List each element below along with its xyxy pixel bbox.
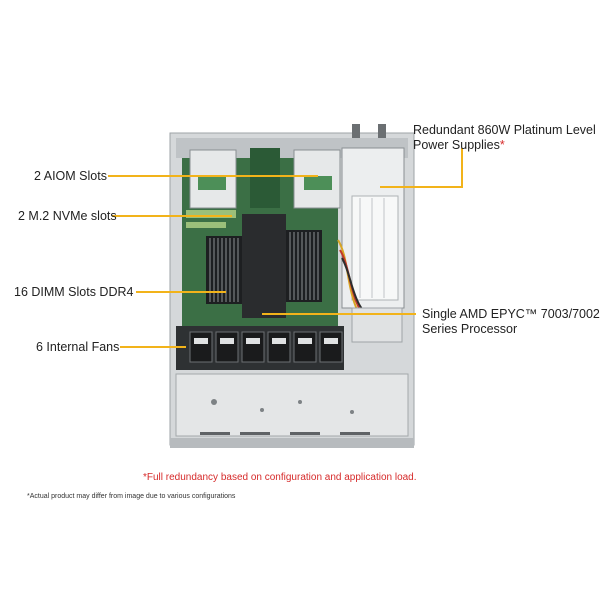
callout-lines <box>108 148 463 348</box>
processor-label-line1: Single AMD EPYC™ 7003/7002 <box>422 307 600 321</box>
aiom-slots-label: 2 AIOM Slots <box>34 169 107 183</box>
power-supply-label: Redundant 860W Platinum Level Power Supp… <box>413 123 596 153</box>
internal-fans-label: 6 Internal Fans <box>36 340 120 354</box>
processor-label-line2: Series Processor <box>422 322 518 336</box>
callout-line-psu <box>380 148 463 188</box>
power-supply-asterisk: * <box>499 138 505 152</box>
dimm-bank-left <box>206 236 242 304</box>
m2-nvme-slots-label: 2 M.2 NVMe slots <box>18 209 117 223</box>
m2-slot-1 <box>186 210 236 218</box>
power-supply-label-line2: Power Supplies* <box>413 138 596 153</box>
psu-handle-left <box>352 124 360 138</box>
aiom-riser-left <box>189 149 237 209</box>
disclaimer-footnote: *Actual product may differ from image du… <box>27 493 236 500</box>
m2-slot-2 <box>186 222 226 228</box>
center-rear-board <box>250 148 280 208</box>
power-supply-label-text: Power Supplies <box>413 138 500 152</box>
dimm-bank-right <box>286 230 322 302</box>
power-supply-label-line1: Redundant 860W Platinum Level <box>413 123 596 137</box>
redundancy-footnote: *Full redundancy based on configuration … <box>143 472 417 483</box>
aiom-slot-right <box>304 176 332 190</box>
front-drive-bay <box>175 373 409 437</box>
cpu-shroud <box>242 214 286 318</box>
psu-handle-right <box>378 124 386 138</box>
processor-label: Single AMD EPYC™ 7003/7002 Series Proces… <box>422 307 600 337</box>
power-supply-module <box>351 195 399 301</box>
aiom-slot-left <box>198 176 226 190</box>
front-bezel <box>170 438 414 448</box>
dimm-slots-label: 16 DIMM Slots DDR4 <box>14 285 134 299</box>
